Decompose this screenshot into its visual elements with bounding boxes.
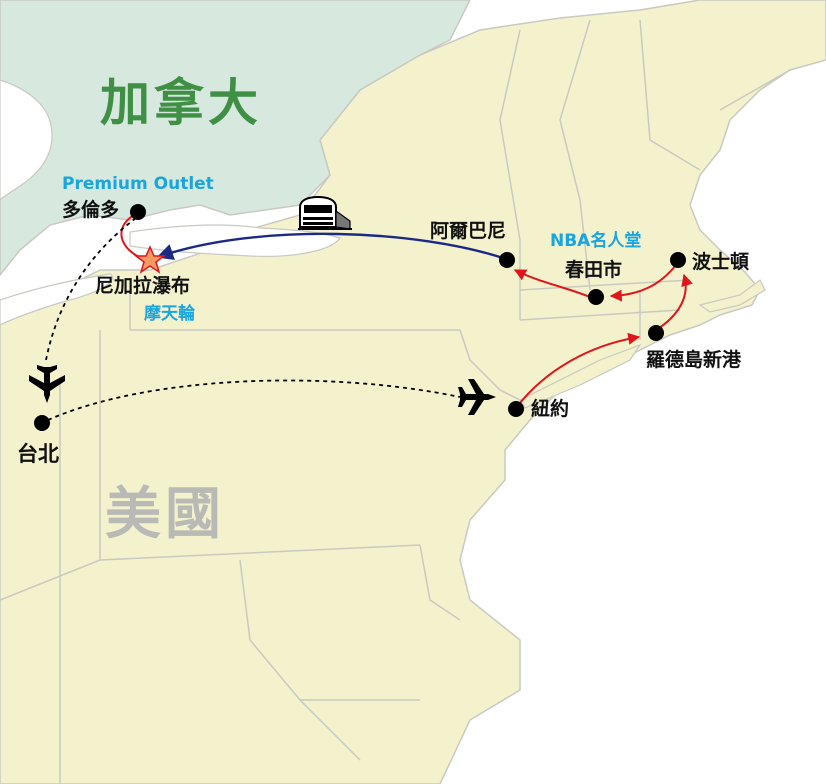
- route-newport-boston: [655, 273, 693, 331]
- dot-newport: [648, 325, 664, 341]
- route-albany-niagara: [156, 232, 507, 261]
- city-label-springfield: 春田市: [565, 259, 623, 281]
- city-label-taipei: 台北: [17, 442, 59, 466]
- dot-newyork: [508, 401, 524, 417]
- route-newyork-newport: [515, 332, 641, 409]
- train-icon: [298, 195, 352, 230]
- canada-land: [0, 0, 471, 277]
- country-label-canada: 加拿大: [100, 74, 262, 132]
- lake-west: [0, 79, 53, 201]
- dot-toronto: [130, 204, 146, 220]
- city-label-toronto: 多倫多: [62, 199, 120, 221]
- long-island: [519, 343, 642, 409]
- city-label-albany: 阿爾巴尼: [430, 220, 507, 242]
- flight-taipei-newyork: [47, 379, 461, 421]
- airplane-icon: [458, 379, 496, 415]
- state-borders: [0, 19, 791, 784]
- dot-taipei: [34, 415, 50, 431]
- country-label-usa: 美國: [105, 482, 225, 547]
- airplane-icon: [29, 365, 65, 403]
- lake-erie: [0, 273, 114, 326]
- routes: [45, 212, 693, 421]
- city-dots: [34, 204, 686, 431]
- city-label-newyork: 紐約: [531, 398, 570, 420]
- flight-toronto-taipei: [45, 217, 137, 361]
- dot-boston: [670, 252, 686, 268]
- attraction-premium-outlet: Premium Outlet: [62, 174, 214, 194]
- dot-albany: [499, 252, 515, 268]
- dot-springfield: [588, 289, 604, 305]
- route-boston-springfield: [609, 264, 677, 302]
- star-icon: [133, 245, 167, 274]
- attraction-nba-hall: NBA名人堂: [550, 231, 642, 251]
- attraction-ferris-wheel: 摩天輪: [144, 304, 195, 324]
- cape-cod: [698, 279, 766, 313]
- route-springfield-albany: [513, 269, 593, 299]
- city-label-newport: 羅德島新港: [646, 349, 742, 371]
- city-label-niagara: 尼加拉瀑布: [95, 275, 191, 297]
- city-label-boston: 波士頓: [692, 251, 750, 273]
